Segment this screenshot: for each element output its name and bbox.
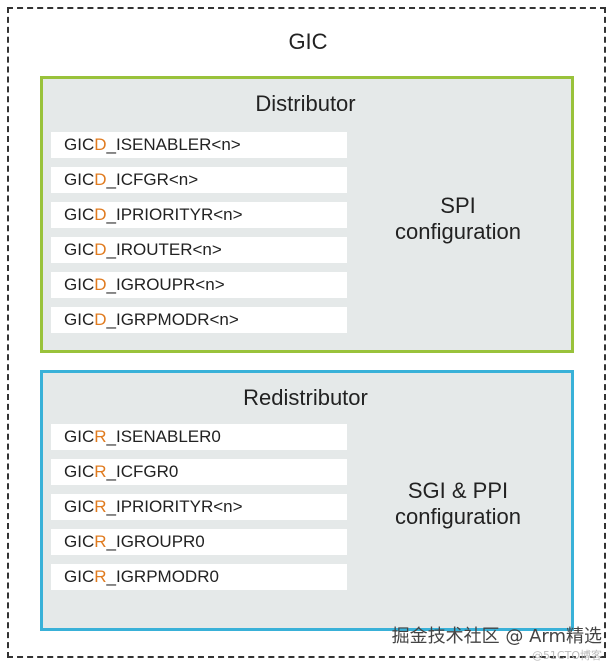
distributor-title: Distributor [255, 91, 356, 116]
gic-outer-boundary [7, 7, 606, 658]
distributor-block: Distributor GICD_ISENABLER<n> GICD_ICFGR… [40, 76, 574, 353]
gic-title: GIC [288, 29, 328, 54]
distributor-register: GICD_IGRPMODR<n> [51, 307, 347, 333]
distributor-register: GICD_IPRIORITYR<n> [51, 202, 347, 228]
distributor-register: GICD_ICFGR<n> [51, 167, 347, 193]
redistributor-block: Redistributor GICR_ISENABLER0 GICR_ICFGR… [40, 370, 574, 631]
redistributor-register: GICR_ISENABLER0 [51, 424, 347, 450]
redistributor-title: Redistributor [243, 385, 368, 410]
redistributor-register: GICR_IPRIORITYR<n> [51, 494, 347, 520]
distributor-register: GICD_ISENABLER<n> [51, 132, 347, 158]
spi-configuration-label: SPI configuration [395, 193, 521, 244]
watermark-subtext: @51CTO博客 [531, 649, 602, 662]
sgi-ppi-configuration-label: SGI & PPI configuration [395, 478, 521, 529]
distributor-register: GICD_IGROUPR<n> [51, 272, 347, 298]
redistributor-register: GICR_IGROUPR0 [51, 529, 347, 555]
distributor-register: GICD_IROUTER<n> [51, 237, 347, 263]
redistributor-register: GICR_ICFGR0 [51, 459, 347, 485]
redistributor-register: GICR_IGRPMODR0 [51, 564, 347, 590]
watermark-text: 掘金技术社区 @ Arm精选 [391, 626, 602, 647]
